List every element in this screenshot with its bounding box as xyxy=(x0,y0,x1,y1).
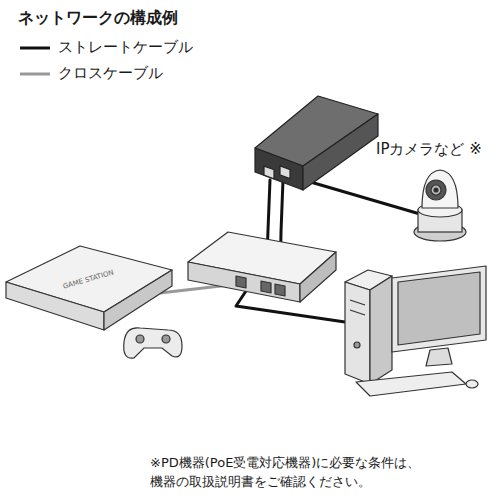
switching-hub xyxy=(188,232,336,302)
diagram-title: ネットワークの構成例 xyxy=(18,8,178,29)
poe-injector xyxy=(255,96,378,190)
console-print: GAME STATION xyxy=(62,269,115,291)
ip-camera xyxy=(414,170,466,241)
desktop-pc xyxy=(345,266,486,396)
game-console xyxy=(6,246,172,330)
device-label: IPカメラなど ※ xyxy=(376,140,482,159)
game-controller xyxy=(124,328,182,358)
legend-line xyxy=(20,73,50,76)
footnote: ※PD機器(PoE受電対応機器)に必要な条件は、 機器の取扱説明書をご確認くださ… xyxy=(150,454,494,492)
device-label-node: IPカメラなど ※ xyxy=(376,140,482,159)
legend-line xyxy=(20,47,50,50)
legend-text: ストレートケーブル xyxy=(58,38,193,57)
legend-text: クロスケーブル xyxy=(58,64,163,83)
